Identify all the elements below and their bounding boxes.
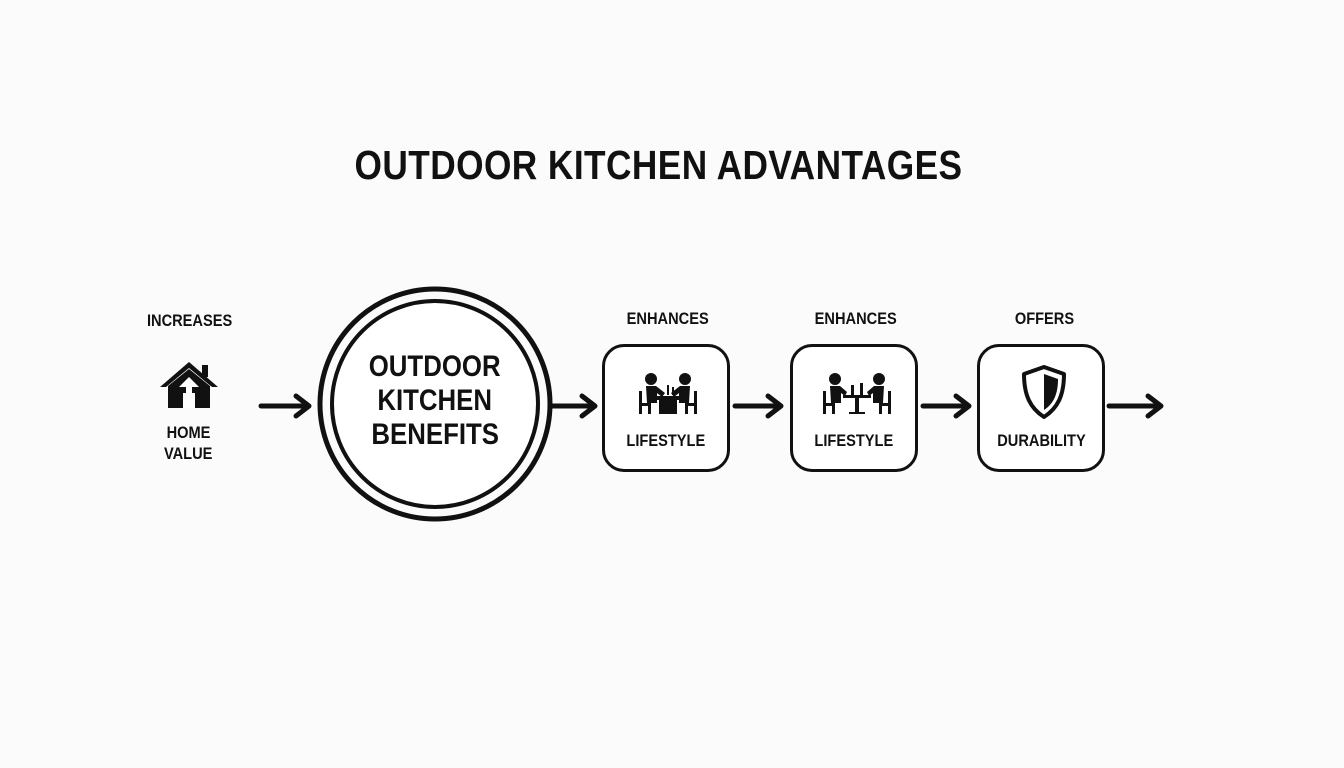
relation-label-enhances-2: ENHANCES (814, 309, 898, 328)
node-lifestyle-2: LIFESTYLE (790, 344, 918, 472)
arrow-connector-5 (1106, 393, 1164, 419)
relation-label-offers: OFFERS (1014, 309, 1074, 328)
node-home-value-label: HOME VALUE (163, 423, 213, 463)
arrow-connector-2 (548, 393, 598, 419)
center-node-label: OUTDOOR KITCHEN BENEFITS (369, 350, 501, 451)
shield-icon (1022, 365, 1066, 419)
node-durability-label: DURABILITY (996, 431, 1086, 450)
diagram-title: OUTDOOR KITCHEN ADVANTAGES (354, 142, 962, 188)
dining-people-icon (639, 373, 697, 414)
node-lifestyle-label: LIFESTYLE (814, 431, 894, 450)
relation-label-enhances-1: ENHANCES (626, 309, 710, 328)
node-lifestyle-1: LIFESTYLE (602, 344, 730, 472)
dining-people-icon (823, 373, 891, 414)
arrow-connector-1 (258, 393, 312, 419)
arrow-connector-4 (920, 393, 972, 419)
arrow-connector-3 (732, 393, 784, 419)
node-durability: DURABILITY (977, 344, 1105, 472)
relation-label-increases: INCREASES (147, 311, 233, 330)
house-icon (160, 362, 218, 408)
node-lifestyle-label: LIFESTYLE (626, 431, 706, 450)
